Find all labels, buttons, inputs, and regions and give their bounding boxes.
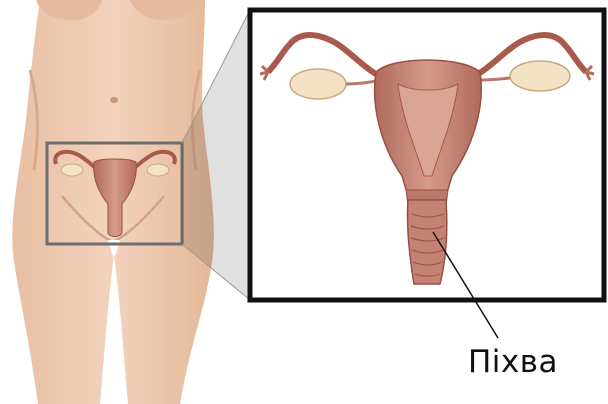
ovary-left bbox=[290, 69, 346, 99]
small-ovary-left bbox=[61, 164, 83, 176]
ovary-right bbox=[510, 61, 570, 91]
vagina bbox=[407, 200, 446, 284]
small-ovary-right bbox=[147, 164, 169, 176]
vagina-label: Піхва bbox=[468, 344, 558, 380]
navel bbox=[110, 97, 118, 103]
